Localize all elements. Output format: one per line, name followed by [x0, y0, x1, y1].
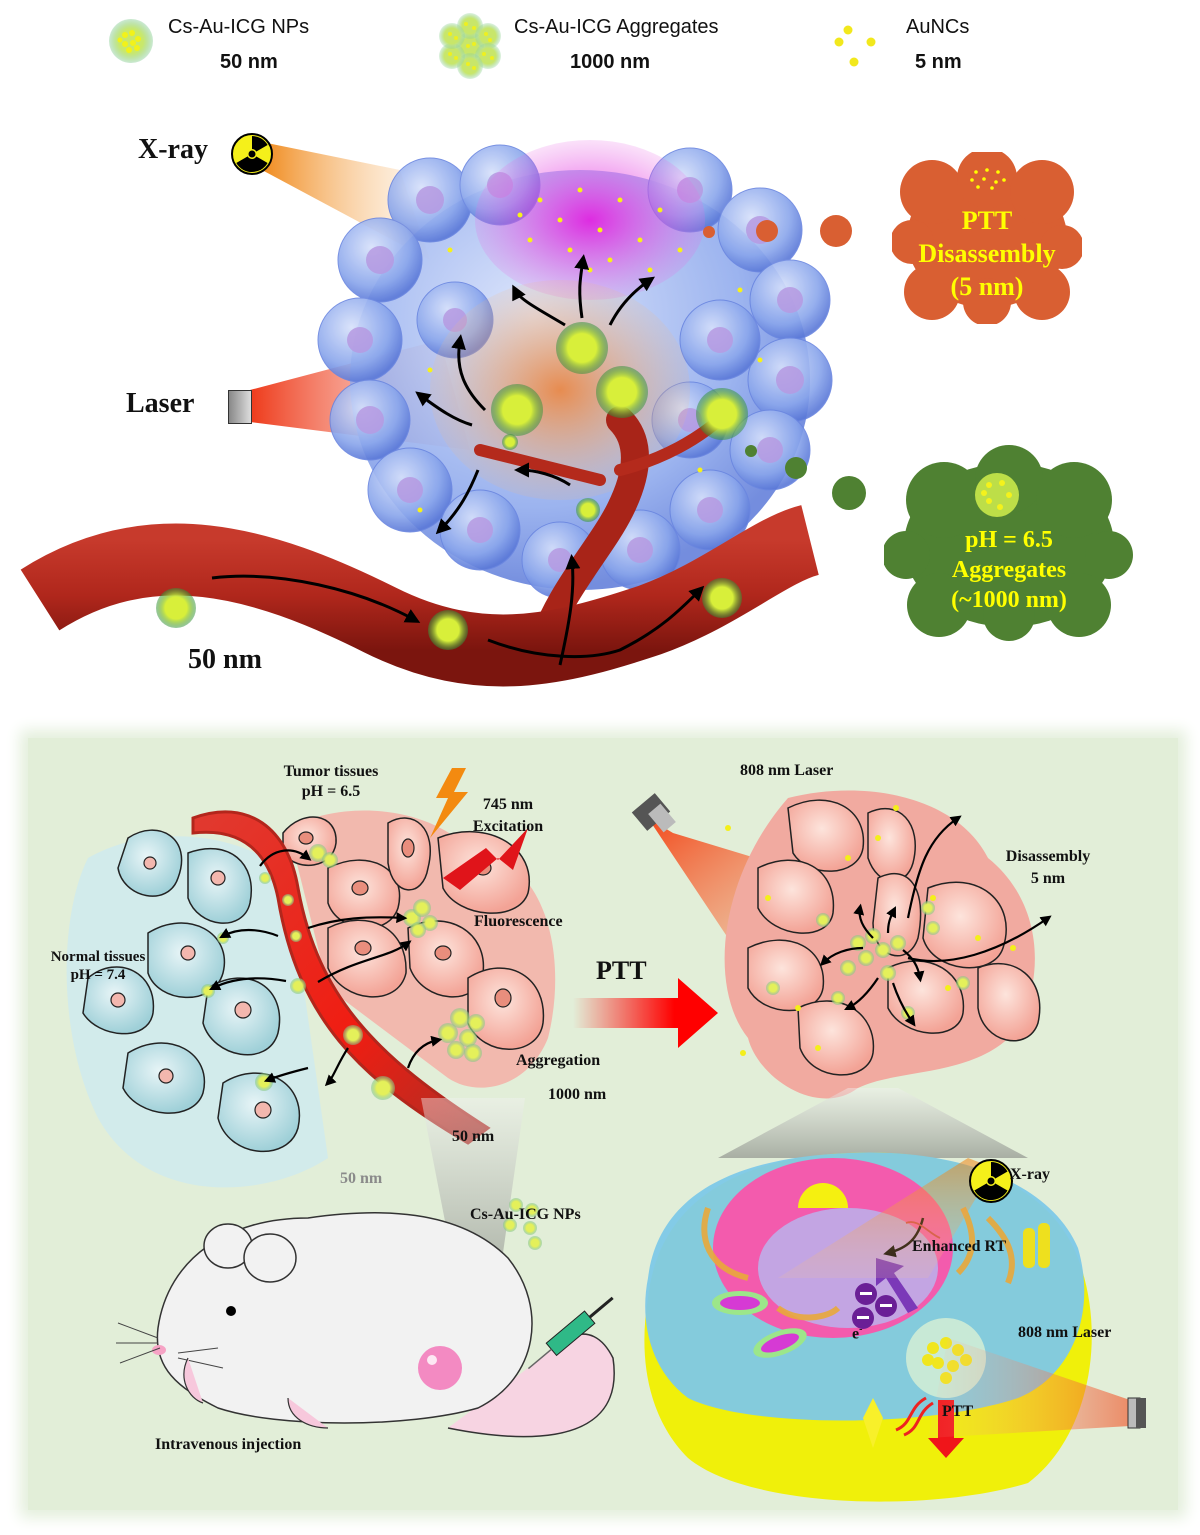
left-arrows — [209, 849, 443, 1087]
legend-aunc-name: AuNCs — [906, 16, 970, 38]
bubble-dot — [820, 215, 852, 247]
excitation-wavelength: 745 nm — [482, 796, 534, 813]
syringe-nanoparticles — [503, 1198, 542, 1250]
electron-label: e- — [852, 1324, 862, 1343]
legend-aggregate-size: 1000 nm — [570, 51, 651, 73]
cell-laser-beam — [928, 1338, 1130, 1438]
ptt-arrow — [573, 978, 718, 1048]
fluorescence-label: Fluorescence — [474, 913, 563, 930]
aggregation-size: 1000 nm — [548, 1086, 607, 1103]
laser-808-device-icon — [631, 793, 676, 833]
normal-tissue — [66, 829, 329, 1188]
vessel-size-label-1: 50 nm — [452, 1128, 495, 1145]
disassembly-size: 5 nm — [1030, 870, 1066, 887]
cell-xray-beam — [778, 1158, 994, 1278]
injection-label: Intravenous injection — [155, 1436, 302, 1453]
flow-arrows — [211, 254, 705, 666]
xray-label: X-ray — [138, 134, 208, 165]
heat-waves-icon — [895, 1396, 934, 1437]
electron-icons — [852, 1283, 897, 1329]
ptt-bubble-line2: Disassembly — [918, 239, 1056, 268]
normal-tissues-label: Normal tissues — [50, 949, 146, 965]
electron-symbol: e — [852, 1325, 860, 1343]
bubble-dot — [785, 457, 807, 479]
legend-aggregate-name: Cs-Au-ICG Aggregates — [514, 16, 719, 38]
cell-laser-device-icon — [1127, 1397, 1146, 1429]
cell-diagram — [644, 1152, 1092, 1502]
vessel-size-label-2: 50 nm — [340, 1170, 383, 1187]
zoom-cone — [718, 1088, 1028, 1158]
mechanism-scene — [66, 768, 1146, 1502]
left-nanoparticles — [201, 844, 485, 1100]
nps-label: Cs-Au-ICG NPs — [470, 1206, 581, 1223]
bubble-dot — [703, 226, 715, 238]
radiation-icon — [231, 133, 273, 175]
laser-device-icon — [228, 390, 252, 424]
ptt-bubble-line3: (5 nm) — [950, 272, 1024, 301]
normal-ph-label: pH = 7.4 — [70, 967, 126, 983]
cell-ptt-label: PTT — [942, 1403, 974, 1420]
ptt-bubble-line1: PTT — [961, 206, 1013, 235]
vessel-size-label: 50 nm — [188, 644, 262, 675]
excitation-label: Excitation — [472, 818, 544, 835]
bottom-panel: Tumor tissues pH = 6.5 745 nm Excitation… — [28, 738, 1178, 1510]
laser-808-top-label: 808 nm Laser — [740, 762, 834, 779]
ph-bubble-line3: (~1000 nm) — [951, 587, 1067, 613]
tumor-scene — [20, 140, 833, 687]
legend-aunc-size: 5 nm — [915, 51, 962, 73]
ptt-arrow-label: PTT — [596, 956, 647, 985]
mouse-zoom-cone — [421, 1098, 525, 1288]
bubble-dot — [745, 445, 757, 457]
bubble-dot — [756, 220, 778, 242]
disassembly-label: Disassembly — [1005, 848, 1091, 865]
aunc-dots — [417, 187, 763, 513]
tumor-tissues-label: Tumor tissues — [283, 763, 379, 780]
ph-bubble-line1: pH = 6.5 — [965, 527, 1053, 553]
ptt-disassembly-bubble: PTT Disassembly (5 nm) — [892, 152, 1082, 324]
bubble-dot — [832, 476, 866, 510]
tumor-site — [418, 1346, 462, 1390]
tumor-tissue — [282, 810, 556, 1088]
vessel-nanoparticles — [156, 578, 742, 650]
legend-np-name: Cs-Au-ICG NPs — [168, 16, 310, 38]
fluorescence-bolt-icon — [443, 828, 528, 890]
aunc-dots-icon — [834, 25, 876, 67]
laser-label: Laser — [126, 388, 195, 419]
tumor-aggregates — [491, 322, 748, 522]
aggregate-icon — [439, 13, 501, 79]
electron-charge: - — [859, 1324, 863, 1335]
mouse-illustration — [116, 1098, 615, 1438]
tumor-ph-label: pH = 6.5 — [301, 783, 361, 800]
ph-aggregates-bubble: pH = 6.5 Aggregates (~1000 nm) — [884, 445, 1134, 641]
branch-vessel — [526, 406, 649, 664]
disassembly-tumor — [724, 790, 1041, 1099]
top-panel: X-ray Laser 50 nm PTT Disassembly (5 nm) — [0, 90, 1200, 710]
legend-np-size: 50 nm — [220, 51, 278, 73]
cell-radiation-icon — [969, 1159, 1013, 1203]
ph-bubble-line2: Aggregates — [951, 557, 1067, 583]
disassembly-region — [475, 140, 705, 300]
laser-808-bottom-label: 808 nm Laser — [1018, 1324, 1112, 1341]
syringe-icon — [527, 1296, 614, 1370]
nanoparticle-icon — [109, 19, 153, 63]
enhanced-rt-label: Enhanced RT — [912, 1238, 1007, 1255]
cell-xray-label: X-ray — [1010, 1166, 1050, 1183]
legend: Cs-Au-ICG NPs 50 nm Cs-Au-ICG Aggregates… — [0, 0, 1200, 90]
disassembly-arrows — [819, 815, 1052, 1027]
aggregation-label: Aggregation — [516, 1052, 601, 1069]
excitation-bolt-icon — [430, 768, 468, 838]
